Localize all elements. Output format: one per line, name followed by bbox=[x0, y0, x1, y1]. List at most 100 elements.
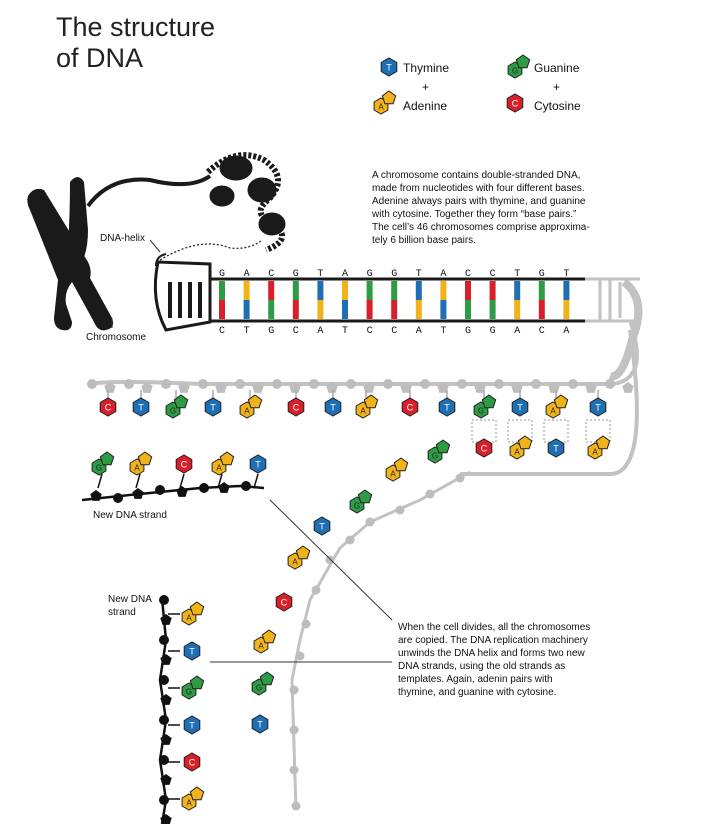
backbone-sugar bbox=[252, 382, 264, 393]
old-strand-adenine-base: A bbox=[545, 394, 569, 419]
old-strand-diag-guanine-base: G bbox=[427, 439, 451, 464]
rung-bottom-cytosine bbox=[391, 300, 398, 319]
chromosome-shape bbox=[27, 177, 114, 331]
backbone-sugar bbox=[548, 382, 560, 393]
sequence-letter-top: C bbox=[490, 269, 496, 280]
new-strand-bead bbox=[199, 483, 209, 493]
base-stem bbox=[217, 473, 223, 489]
base-letter: A bbox=[258, 642, 264, 651]
rung-bottom-thymine bbox=[440, 300, 447, 319]
old-strand-diag-adenine-base: A bbox=[385, 457, 409, 482]
new-strand-1-guanine-base: G bbox=[91, 451, 115, 476]
base-stem bbox=[135, 473, 141, 489]
new-strand-1-cytosine-base: C bbox=[175, 454, 193, 474]
rung-top-guanine bbox=[538, 281, 545, 300]
backbone-bead bbox=[272, 379, 282, 389]
rung-top-thymine bbox=[317, 281, 324, 300]
base-letter: G bbox=[186, 688, 192, 697]
base-letter: T bbox=[386, 63, 392, 73]
ladder-stub bbox=[178, 282, 182, 318]
new-strand-bead bbox=[159, 795, 169, 805]
sequence-letter-top: T bbox=[514, 269, 520, 280]
desc-line: DNA strands, using the old strands as bbox=[398, 661, 566, 672]
legend-guanine-base: G bbox=[507, 54, 531, 79]
new-strand-sugar bbox=[160, 774, 172, 785]
new-strand-sugar bbox=[160, 694, 172, 705]
backbone-sugar bbox=[178, 382, 190, 393]
base-letter: T bbox=[255, 460, 261, 470]
new-strand-label-2-line2: strand bbox=[108, 607, 136, 618]
backbone-bead bbox=[124, 379, 134, 389]
sequence-letter-top: G bbox=[539, 269, 545, 280]
backbone-sugar bbox=[215, 382, 227, 393]
new-strand-bead bbox=[155, 485, 165, 495]
base-letter: T bbox=[330, 403, 336, 413]
sequence-letter-bottom: G bbox=[268, 326, 274, 337]
rung-bottom-thymine bbox=[243, 300, 250, 319]
old-strand-diag-thymine-base: T bbox=[251, 714, 269, 734]
sequence-letter-bottom: T bbox=[440, 326, 446, 337]
rung-bottom-guanine bbox=[465, 300, 471, 319]
rung-top-guanine bbox=[292, 281, 299, 300]
rung-top-thymine bbox=[514, 281, 521, 300]
new-strand-sugar bbox=[218, 482, 230, 493]
desc-line: made from nucleotides with four differen… bbox=[372, 183, 585, 194]
new-strand-2-beads bbox=[159, 595, 172, 824]
legend-adenine-label: Adenine bbox=[403, 99, 448, 113]
base-letter: A bbox=[244, 407, 250, 416]
rung-bottom-thymine bbox=[342, 300, 348, 319]
base-letter: C bbox=[293, 403, 300, 413]
paired-adenine-base: A bbox=[587, 435, 611, 460]
new-strand-bead bbox=[159, 755, 169, 765]
rung-top-adenine bbox=[342, 281, 348, 300]
old-strand-thymine-base: T bbox=[589, 397, 607, 417]
base-pair-rungs bbox=[219, 281, 570, 319]
old-strand-thymine-base: T bbox=[438, 397, 456, 417]
new-strand-label-1: New DNA strand bbox=[93, 510, 167, 521]
old-strand-diag-cytosine-base: C bbox=[275, 592, 293, 612]
leader-line-new-strand-1 bbox=[269, 499, 393, 621]
old-strand-thymine-base: T bbox=[324, 397, 342, 417]
old-strand-adenine-base: A bbox=[355, 394, 379, 419]
new-strand-sugar bbox=[176, 486, 188, 497]
base-letter: T bbox=[319, 522, 325, 532]
legend-adenine-base: A bbox=[373, 90, 397, 115]
base-letter: T bbox=[595, 403, 601, 413]
sequence-letter-bottom: C bbox=[539, 326, 545, 337]
old-strand-guanine-base: G bbox=[473, 394, 497, 419]
base-letter: G bbox=[96, 464, 102, 473]
base-letter: T bbox=[189, 647, 195, 657]
base-letter: T bbox=[444, 403, 450, 413]
new-strand-1-thymine-base: T bbox=[249, 454, 267, 474]
new-strand-sugar bbox=[160, 614, 172, 625]
base-stem bbox=[97, 473, 103, 489]
sequence-letter-bottom: A bbox=[514, 326, 520, 337]
backbone-sugar bbox=[474, 382, 486, 393]
sequence-letter-top: G bbox=[391, 269, 397, 280]
backbone-bead bbox=[301, 619, 311, 629]
backbone-bead bbox=[455, 473, 465, 483]
ladder-stub bbox=[188, 282, 192, 318]
rung-bottom-guanine bbox=[489, 300, 496, 319]
new-strand-2-adenine-base: A bbox=[181, 601, 205, 626]
legend-thymine-base: T bbox=[380, 57, 398, 77]
base-letter: G bbox=[354, 502, 360, 511]
sequence-letter-bottom: C bbox=[219, 326, 225, 337]
rung-top-thymine bbox=[563, 281, 570, 300]
base-letter: A bbox=[390, 470, 396, 479]
sequence-letter-top: A bbox=[342, 269, 348, 280]
old-strand-guanine-base: G bbox=[165, 394, 189, 419]
paired-adenine-base: A bbox=[509, 435, 533, 460]
sequence-letter-top: C bbox=[268, 269, 274, 280]
ladder-stub bbox=[168, 282, 172, 318]
base-letter: A bbox=[592, 448, 598, 457]
sequence-letter-bottom: C bbox=[293, 326, 299, 337]
desc-line: A chromosome contains double-stranded DN… bbox=[372, 170, 581, 181]
old-strand-diag-guanine-base: G bbox=[349, 489, 373, 514]
base-letter: C bbox=[181, 460, 188, 470]
sequence-letter-top: T bbox=[416, 269, 422, 280]
new-strand-1-adenine-base: A bbox=[129, 451, 153, 476]
base-letter: C bbox=[281, 598, 288, 608]
